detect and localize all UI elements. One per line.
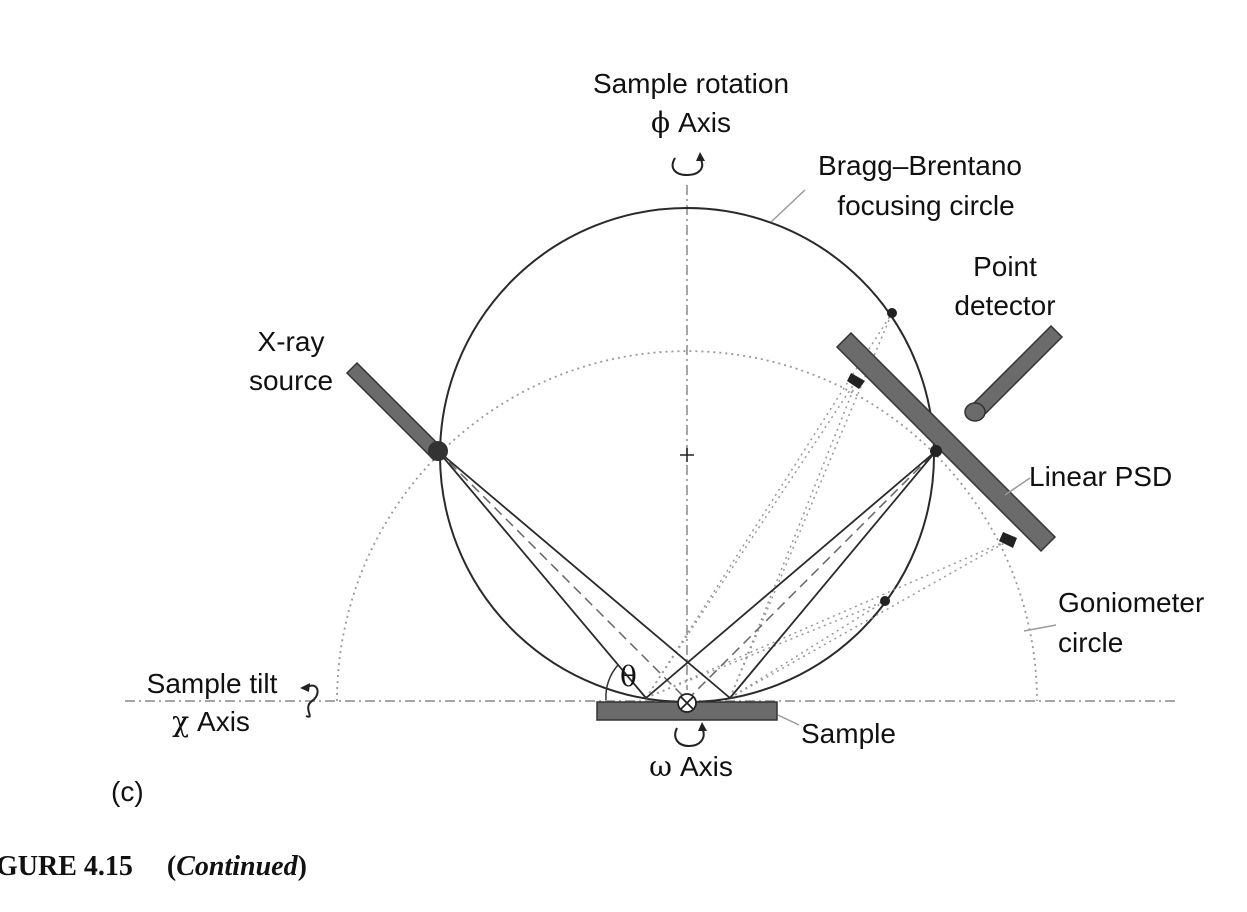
leader-lines: [770, 189, 1057, 726]
chi-axis-text: Axis: [197, 706, 250, 737]
caption-open-paren: (: [167, 851, 176, 882]
phi-rotation-arrow-icon: [671, 152, 705, 177]
label-point-line2: detector: [954, 290, 1055, 321]
xray-source-tube: [345, 361, 448, 462]
label-theta: θ: [620, 660, 637, 693]
label-bragg-line2: focusing circle: [837, 190, 1014, 221]
caption-close-paren: ): [298, 851, 307, 882]
panel-label: (c): [111, 776, 144, 807]
chi-rotation-arrow-icon: [300, 683, 319, 718]
dotted-ray-paths: [645, 312, 1016, 699]
label-point-line1: Point: [973, 251, 1037, 282]
phi-axis-label: ϕ Axis: [651, 106, 731, 139]
dashed-central-rays: [437, 450, 937, 701]
label-linear-psd: Linear PSD: [1029, 461, 1172, 492]
label-bragg-line1: Bragg–Brentano: [818, 150, 1022, 181]
label-tilt-line1: Sample tilt: [147, 668, 278, 699]
omega-axis-label: ω Axis: [649, 750, 733, 783]
label-xray-line2: source: [249, 365, 333, 396]
caption-prefix: GURE 4.15: [0, 851, 133, 882]
caption-continued: Continued: [176, 851, 298, 882]
phi-symbol: ϕ: [651, 106, 670, 139]
focusing-circle-points: [880, 308, 942, 606]
chi-symbol: χ: [172, 705, 189, 738]
phi-axis-text: Axis: [678, 107, 731, 138]
beam-lines: [437, 450, 937, 699]
chi-axis-label: χ Axis: [172, 705, 250, 738]
label-xray-line1: X-ray: [258, 326, 325, 357]
label-sample: Sample: [801, 718, 896, 749]
label-sample-rotation: Sample rotation: [593, 68, 789, 99]
omega-symbol: ω: [649, 750, 672, 783]
goniometer-circle: [336, 350, 1038, 702]
omega-axis-text: Axis: [680, 751, 733, 782]
theta-arc: [605, 664, 619, 701]
focusing-circle-center-mark: [680, 448, 694, 462]
omega-axis-symbol: [677, 693, 697, 713]
label-gonio-line2: circle: [1058, 627, 1123, 658]
linear-psd-bar: [835, 331, 1057, 553]
label-gonio-line1: Goniometer: [1058, 587, 1204, 618]
figure-caption: GURE 4.15 (Continued): [0, 851, 307, 882]
point-detector: [964, 324, 1064, 422]
omega-rotation-arrow-icon: [674, 722, 707, 748]
